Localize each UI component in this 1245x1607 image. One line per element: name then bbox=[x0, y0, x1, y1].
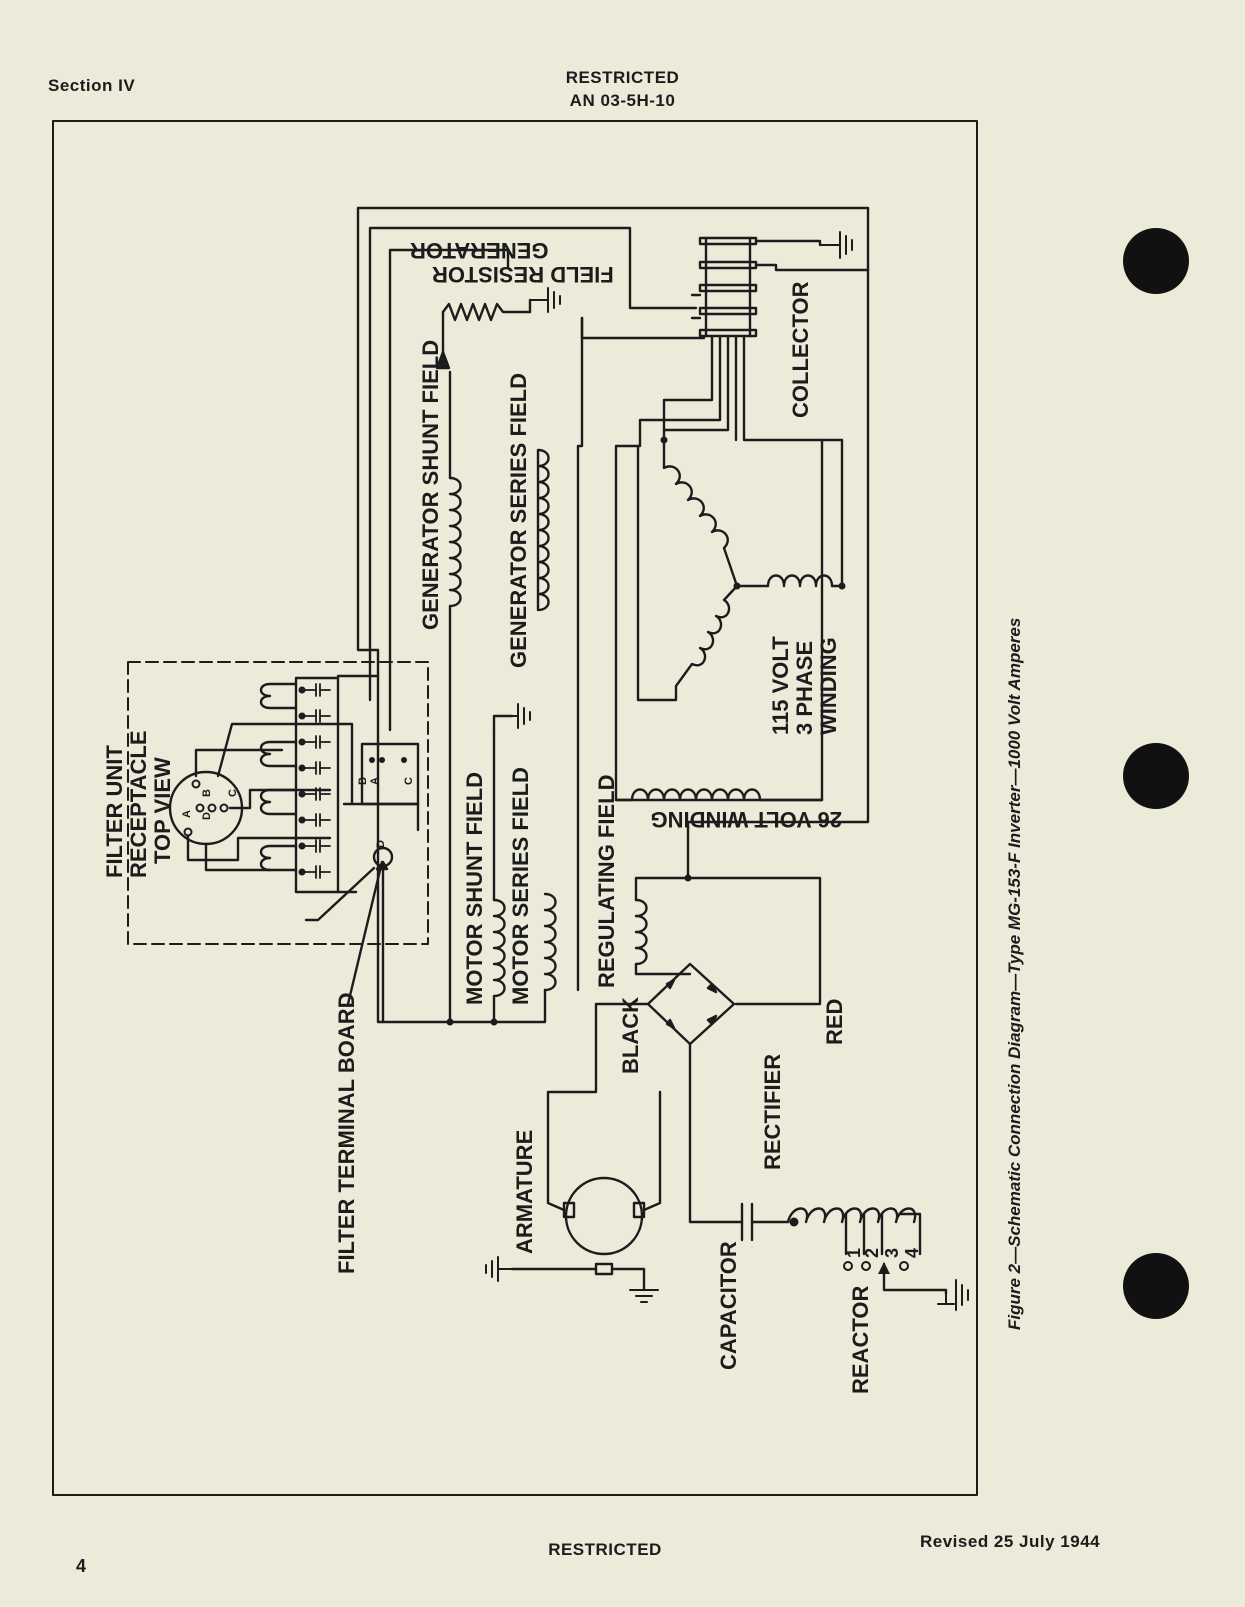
pin-d: D bbox=[201, 812, 213, 820]
pin-a: A bbox=[181, 810, 193, 818]
reactor-tap-2: 2 bbox=[862, 1248, 882, 1258]
binder-hole bbox=[1123, 743, 1189, 809]
label-115-volt: 115 VOLT bbox=[768, 636, 793, 735]
revision-date: Revised 25 July 1944 bbox=[920, 1532, 1101, 1551]
label-rectifier: RECTIFIER bbox=[760, 1054, 785, 1170]
board-b: B bbox=[357, 777, 369, 785]
label-generator-shunt-field: GENERATOR SHUNT FIELD bbox=[418, 340, 443, 630]
label-capacitor: CAPACITOR bbox=[716, 1241, 741, 1370]
board-a: A bbox=[369, 777, 381, 785]
label-motor-series-field: MOTOR SERIES FIELD bbox=[508, 767, 533, 1005]
pin-b: B bbox=[201, 789, 213, 797]
label-receptacle: RECEPTACLE bbox=[126, 731, 151, 879]
label-winding: WINDING bbox=[816, 637, 841, 735]
reactor-tap-3: 3 bbox=[882, 1248, 902, 1258]
label-reactor: REACTOR bbox=[848, 1286, 873, 1394]
label-top-view: TOP VIEW bbox=[150, 757, 175, 864]
page-number: 4 bbox=[76, 1556, 87, 1576]
section-label: Section IV bbox=[48, 76, 136, 95]
label-motor-shunt-field: MOTOR SHUNT FIELD bbox=[462, 772, 487, 1005]
header-doc-number: AN 03-5H-10 bbox=[569, 91, 676, 110]
label-generator: GENERATOR bbox=[410, 238, 549, 263]
reactor-tap-4: 4 bbox=[902, 1248, 922, 1258]
label-3-phase: 3 PHASE bbox=[792, 641, 817, 735]
label-armature: ARMATURE bbox=[512, 1130, 537, 1254]
figure-caption: Figure 2—Schematic Connection Diagram—Ty… bbox=[1005, 618, 1024, 1330]
label-black: BLACK bbox=[618, 997, 643, 1074]
label-generator-series-field: GENERATOR SERIES FIELD bbox=[506, 373, 531, 668]
header-classification: RESTRICTED bbox=[565, 68, 680, 87]
label-filter-unit: FILTER UNIT bbox=[102, 745, 127, 878]
label-filter-terminal-board: FILTER TERMINAL BOARD bbox=[334, 993, 359, 1275]
footer-classification: RESTRICTED bbox=[548, 1540, 662, 1559]
header-block: RESTRICTED AN 03-5H-10 bbox=[0, 66, 1245, 112]
label-red: RED bbox=[822, 999, 847, 1045]
reactor-tap-1: 1 bbox=[844, 1248, 864, 1258]
pin-c: C bbox=[227, 789, 239, 797]
binder-hole bbox=[1123, 1253, 1189, 1319]
label-field-resistor: FIELD RESISTOR bbox=[432, 262, 614, 287]
label-collector: COLLECTOR bbox=[788, 281, 813, 418]
label-26-volt-winding: 26 VOLT WINDING bbox=[651, 807, 843, 832]
binder-hole bbox=[1123, 228, 1189, 294]
label-regulating-field: REGULATING FIELD bbox=[594, 775, 619, 988]
board-c: C bbox=[403, 777, 415, 785]
board-d: D bbox=[375, 840, 387, 848]
